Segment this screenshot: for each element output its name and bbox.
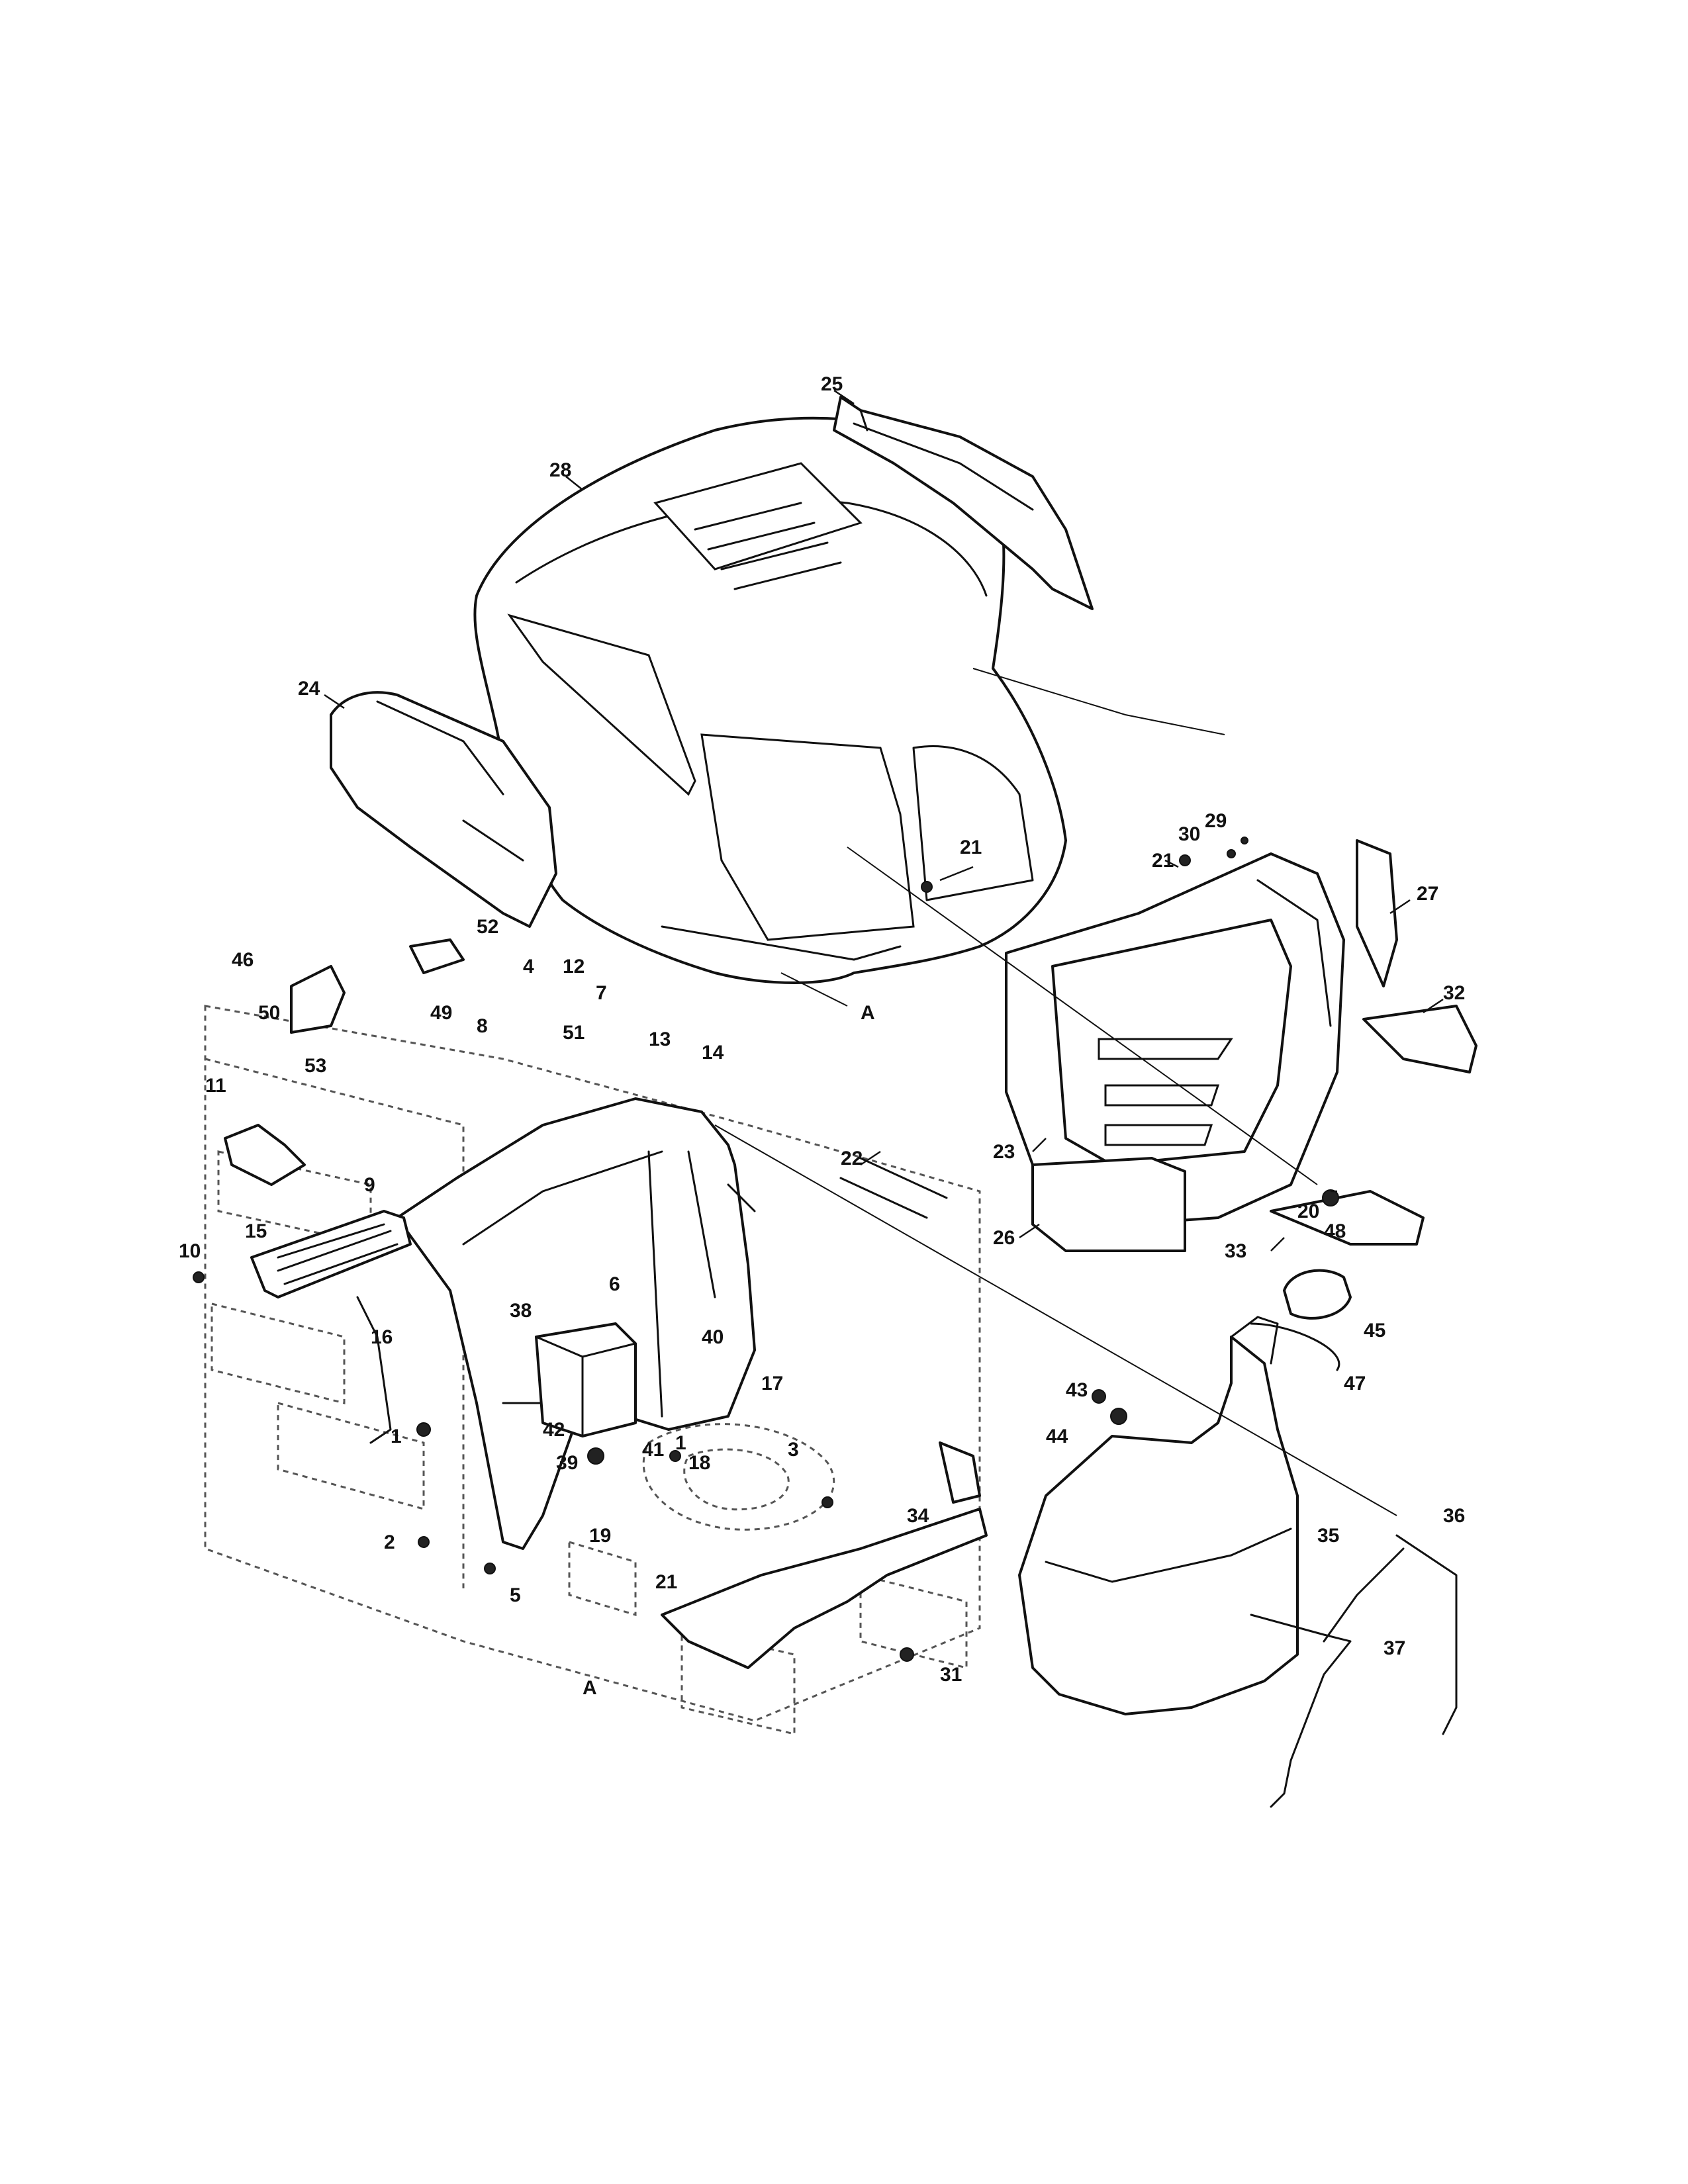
callout-43: 43 bbox=[1066, 1379, 1088, 1401]
callout-40: 40 bbox=[702, 1326, 724, 1348]
callout-33: 33 bbox=[1225, 1240, 1246, 1262]
callout-35: 35 bbox=[1317, 1525, 1339, 1547]
callout-2: 2 bbox=[384, 1531, 395, 1553]
callout-39: 39 bbox=[556, 1452, 578, 1474]
callout-11: 11 bbox=[205, 1075, 226, 1097]
leader-lines bbox=[324, 389, 1444, 1251]
callout-4: 4 bbox=[523, 956, 534, 978]
callout-34: 34 bbox=[907, 1505, 929, 1527]
side-panel-part bbox=[1356, 839, 1398, 987]
dash-console-part bbox=[396, 1097, 756, 1550]
callout-26: 26 bbox=[993, 1227, 1015, 1249]
lower-grille-part bbox=[1031, 1157, 1186, 1252]
callout-25: 25 bbox=[821, 373, 843, 395]
ignition-switch-part bbox=[290, 965, 346, 1034]
callout-labels: 1 1 2 3 4 5 6 7 8 9 10 11 12 13 14 15 16… bbox=[179, 373, 1465, 1699]
mounting-bracket-part bbox=[661, 1441, 988, 1669]
hood-side-trim-part bbox=[330, 691, 557, 928]
callout-36: 36 bbox=[1443, 1505, 1465, 1527]
fuel-line-part bbox=[1250, 1534, 1458, 1808]
battery-box-part bbox=[535, 1322, 637, 1437]
callout-53: 53 bbox=[305, 1055, 326, 1077]
callout-16: 16 bbox=[371, 1326, 393, 1348]
callout-31: 31 bbox=[940, 1664, 962, 1686]
callout-52: 52 bbox=[477, 916, 498, 938]
grille-part bbox=[1005, 852, 1345, 1226]
cup-holder-part bbox=[409, 938, 465, 974]
callout-47: 47 bbox=[1344, 1373, 1366, 1394]
callout-14: 14 bbox=[702, 1042, 724, 1064]
callout-1b: 1 bbox=[675, 1432, 686, 1454]
callout-46: 46 bbox=[232, 949, 254, 971]
hood-part bbox=[473, 416, 1067, 984]
callout-13: 13 bbox=[649, 1028, 671, 1050]
callout-A-bottom: A bbox=[583, 1677, 597, 1699]
callout-21c: 21 bbox=[655, 1571, 677, 1593]
fasteners bbox=[193, 837, 1339, 1662]
callout-48: 48 bbox=[1324, 1220, 1346, 1242]
callout-17: 17 bbox=[761, 1373, 783, 1394]
callout-18: 18 bbox=[688, 1452, 710, 1474]
callout-30: 30 bbox=[1178, 823, 1200, 845]
callout-50: 50 bbox=[258, 1002, 280, 1024]
callout-32: 32 bbox=[1443, 982, 1465, 1004]
callout-45: 45 bbox=[1364, 1320, 1385, 1342]
callout-9: 9 bbox=[364, 1174, 375, 1196]
callout-3: 3 bbox=[788, 1439, 799, 1461]
callout-5: 5 bbox=[510, 1584, 521, 1606]
callout-20: 20 bbox=[1297, 1201, 1319, 1222]
callout-6: 6 bbox=[609, 1273, 620, 1295]
hinge-bracket-part bbox=[224, 1124, 306, 1186]
callout-27: 27 bbox=[1417, 883, 1438, 905]
callout-A-top: A bbox=[861, 1002, 875, 1024]
callout-21a: 21 bbox=[960, 837, 982, 858]
callout-38: 38 bbox=[510, 1300, 532, 1322]
callout-23: 23 bbox=[993, 1141, 1015, 1163]
callout-41: 41 bbox=[642, 1439, 664, 1461]
callout-21b: 21 bbox=[1152, 850, 1174, 872]
callout-7: 7 bbox=[596, 982, 607, 1004]
heat-shield-part bbox=[1270, 1005, 1477, 1246]
callout-1a: 1 bbox=[391, 1426, 402, 1447]
callout-19: 19 bbox=[589, 1525, 611, 1547]
hood-trim-rear-part bbox=[833, 396, 1094, 610]
callout-28: 28 bbox=[549, 459, 571, 481]
callout-8: 8 bbox=[477, 1015, 488, 1037]
callout-51: 51 bbox=[563, 1022, 585, 1044]
mesh-screen-part bbox=[250, 1210, 412, 1298]
callout-10: 10 bbox=[179, 1240, 201, 1262]
cable-ties-part bbox=[839, 1157, 948, 1219]
callout-49: 49 bbox=[430, 1002, 452, 1024]
reference-lines bbox=[714, 668, 1397, 1516]
callout-24: 24 bbox=[298, 678, 320, 700]
callout-15: 15 bbox=[245, 1220, 267, 1242]
callout-44: 44 bbox=[1046, 1426, 1068, 1447]
callout-12: 12 bbox=[563, 956, 585, 978]
fuel-tank-part bbox=[1018, 1316, 1299, 1715]
control-rod-part bbox=[356, 1296, 392, 1444]
callout-22: 22 bbox=[841, 1148, 863, 1169]
callout-29: 29 bbox=[1205, 810, 1227, 832]
fuel-cap-part bbox=[1250, 1269, 1352, 1371]
callout-42: 42 bbox=[543, 1419, 565, 1441]
chassis-frame bbox=[204, 1005, 981, 1735]
callout-37: 37 bbox=[1383, 1637, 1405, 1659]
